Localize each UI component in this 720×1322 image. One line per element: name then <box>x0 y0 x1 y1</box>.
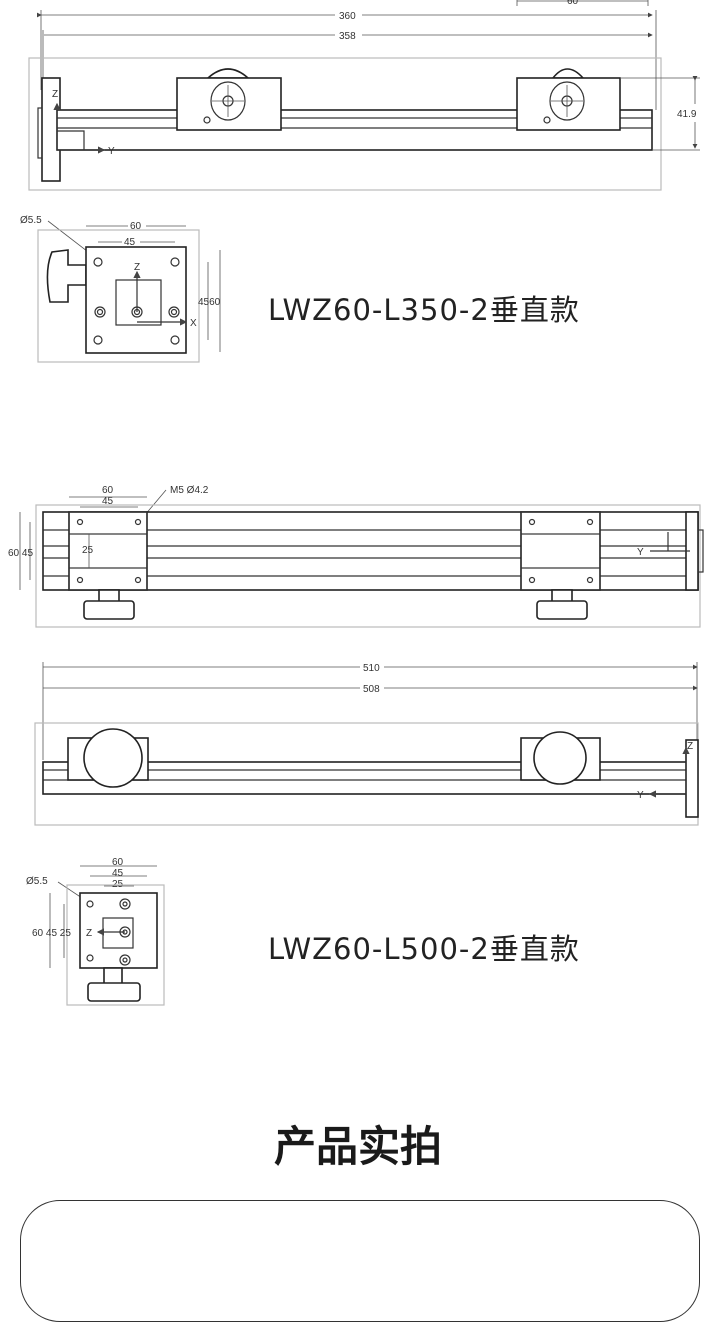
dim-25: 25 <box>82 545 94 556</box>
dim-left: 60 45 25 <box>32 928 71 939</box>
axis-y-label: Y <box>637 790 644 801</box>
drawing-500-top-view: 60 45 M5 Ø4.2 60 45 25 Y <box>8 485 704 628</box>
axis-y-label: Y <box>108 146 115 157</box>
dim-rail: 508 <box>363 684 380 695</box>
axis-z-label: Z <box>134 262 140 273</box>
drawing-500-end-view: 60 45 25 Ø5.5 Z 60 45 25 <box>26 857 165 1006</box>
dim-60: 60 <box>130 221 142 232</box>
dim-45: 45 <box>124 237 136 248</box>
drawing-500-side-view: 510 508 Z Y <box>34 662 699 826</box>
dim-overall: 360 <box>339 11 356 22</box>
axis-z-label: Z <box>86 928 92 939</box>
model-500-title: LWZ60-L500-2垂直款 <box>268 932 580 966</box>
drawing-350-end-view: Ø5.5 60 45 Z X 4560 <box>20 215 221 363</box>
axis-z-label: Z <box>52 89 58 100</box>
section-heading: 产品实拍 <box>274 1122 442 1171</box>
dim-45: 45 <box>102 496 114 507</box>
hole-label: Ø5.5 <box>26 876 48 887</box>
dim-rail: 358 <box>339 31 356 42</box>
dim-45: 45 <box>112 868 124 879</box>
dim-partial: 60 <box>567 0 579 7</box>
dim-left: 60 45 <box>8 548 33 559</box>
photo-panel <box>20 1200 700 1322</box>
thread-label: M5 Ø4.2 <box>170 485 209 496</box>
technical-drawings: 60 360 358 41.9 Z Y Ø5.5 <box>8 0 704 1171</box>
dim-overall: 510 <box>363 663 380 674</box>
dim-right: 4560 <box>198 297 221 308</box>
axis-x-label: X <box>190 318 197 329</box>
model-350-title: LWZ60-L350-2垂直款 <box>268 293 580 327</box>
drawing-350-side-view: 60 360 358 41.9 Z Y <box>28 0 700 191</box>
hole-label: Ø5.5 <box>20 215 42 226</box>
dim-height: 41.9 <box>677 109 697 120</box>
axis-z-label: Z <box>687 741 693 752</box>
dim-60: 60 <box>102 485 114 496</box>
axis-y-label: Y <box>637 547 644 558</box>
dim-60: 60 <box>112 857 124 868</box>
